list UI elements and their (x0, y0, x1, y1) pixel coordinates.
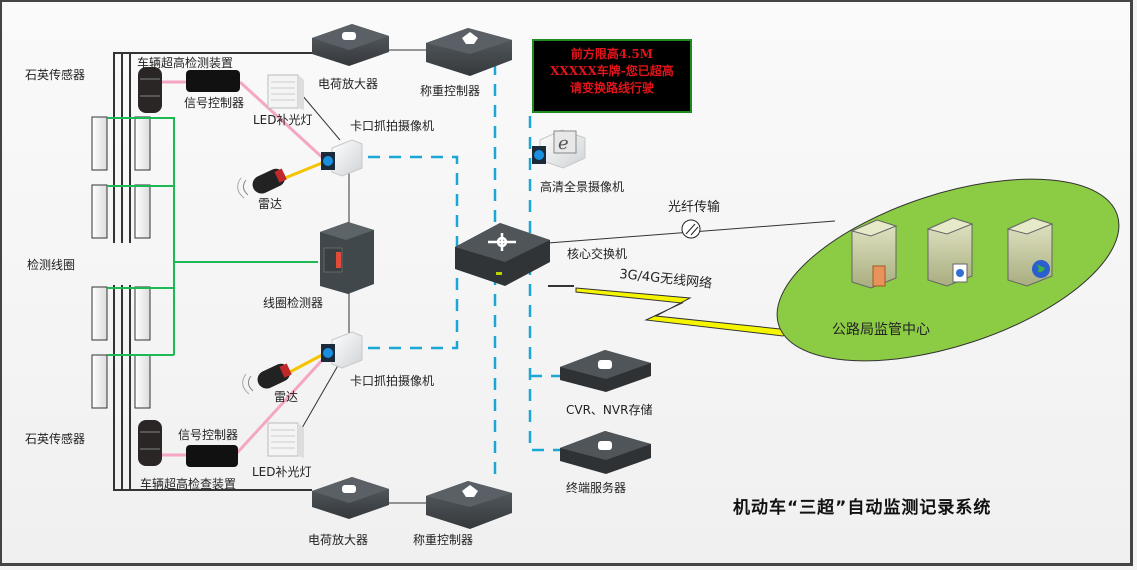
server-web (926, 217, 974, 287)
radar-bottom (242, 363, 292, 395)
height-detector-label-bottom: 车辆超高检查装置 (140, 477, 237, 491)
loop-panel (91, 184, 108, 239)
radar-lines (284, 161, 323, 375)
loop-detector-cabinet (320, 222, 374, 294)
radar-label-bottom: 雷达 (274, 390, 299, 404)
device-links (301, 49, 836, 504)
weighing-controller-label-top: 称重控制器 (420, 84, 481, 98)
checkpoint-camera-label-bottom: 卡口抓拍摄像机 (350, 374, 435, 388)
core-switch-label: 核心交换机 (567, 247, 628, 261)
server-internet (1006, 217, 1054, 287)
signal-controller-label-bottom: 信号控制器 (178, 428, 239, 442)
loop-detector-label: 线圈检测器 (263, 296, 324, 310)
led-light-label-bottom: LED补光灯 (252, 465, 312, 479)
charge-amplifier-label-bottom: 电荷放大器 (308, 533, 369, 547)
loop-panel (91, 354, 108, 409)
charge-amplifier-label-top: 电荷放大器 (318, 77, 379, 91)
quartz-sensor-label-bottom: 石英传感器 (25, 432, 86, 446)
led-light-bottom (267, 422, 304, 458)
checkpoint-camera-label-top: 卡口抓拍摄像机 (350, 119, 435, 133)
led-display-sign: 前方限高4.5M XXXXX车牌-您已超高 请变换路线行驶 (532, 39, 692, 113)
loop-panel (134, 116, 151, 171)
signal-controller-label-top: 信号控制器 (184, 96, 245, 110)
cvr-nvr-device (560, 350, 651, 392)
loop-wires (107, 117, 318, 356)
height-detector-bottom (138, 420, 162, 466)
signal-controller-bottom (186, 445, 238, 467)
loop-panel (91, 286, 108, 341)
checkpoint-camera-top (321, 139, 363, 177)
checkpoint-camera-bottom (321, 331, 363, 369)
charge-amplifier-top (312, 24, 389, 66)
network-lines (368, 63, 560, 480)
loop-panel (134, 354, 151, 409)
charge-amplifier-bottom (312, 477, 389, 519)
weighing-controller-top (426, 28, 512, 76)
detection-loop-label: 检测线圈 (27, 258, 76, 272)
diagram-title: 机动车“三超”自动监测记录系统 (733, 498, 992, 518)
supervision-center-label: 公路局监管中心 (832, 322, 930, 338)
loop-panel (134, 286, 151, 341)
height-detector-top (138, 67, 162, 113)
loop-panels (91, 116, 151, 409)
radar-top (237, 168, 287, 199)
led-light-label-top: LED补光灯 (253, 113, 313, 127)
weighing-controller-label-bottom: 称重控制器 (413, 533, 474, 547)
led-light-top (267, 74, 304, 110)
led-line-2: XXXXX车牌-您已超高 (550, 64, 674, 78)
loop-panel (134, 184, 151, 239)
server-firewall (850, 219, 898, 289)
hd-panoramic-camera-label: 高清全景摄像机 (540, 180, 625, 194)
hd-panoramic-camera: e (532, 129, 586, 169)
quartz-sensor-wires (113, 52, 312, 491)
terminal-server-label: 终端服务器 (566, 481, 627, 495)
wireless-bolt-icon (575, 287, 792, 337)
loop-panel (91, 116, 108, 171)
led-line-1: 前方限高4.5M (570, 47, 654, 61)
core-switch (455, 223, 550, 286)
cvr-nvr-label: CVR、NVR存储 (566, 403, 653, 417)
height-detector-label-top: 车辆超高检测装置 (137, 56, 234, 70)
quartz-sensor-label-top: 石英传感器 (25, 68, 86, 82)
fiber-icon (681, 219, 701, 239)
signal-controller-top (186, 70, 240, 92)
led-line-3: 请变换路线行驶 (569, 81, 654, 95)
signal-lines (160, 80, 327, 457)
radar-label-top: 雷达 (258, 197, 283, 211)
terminal-server-device (560, 431, 651, 474)
svg-text:e: e (558, 133, 569, 154)
fiber-label: 光纤传输 (668, 200, 721, 215)
weighing-controller-bottom (426, 481, 512, 529)
